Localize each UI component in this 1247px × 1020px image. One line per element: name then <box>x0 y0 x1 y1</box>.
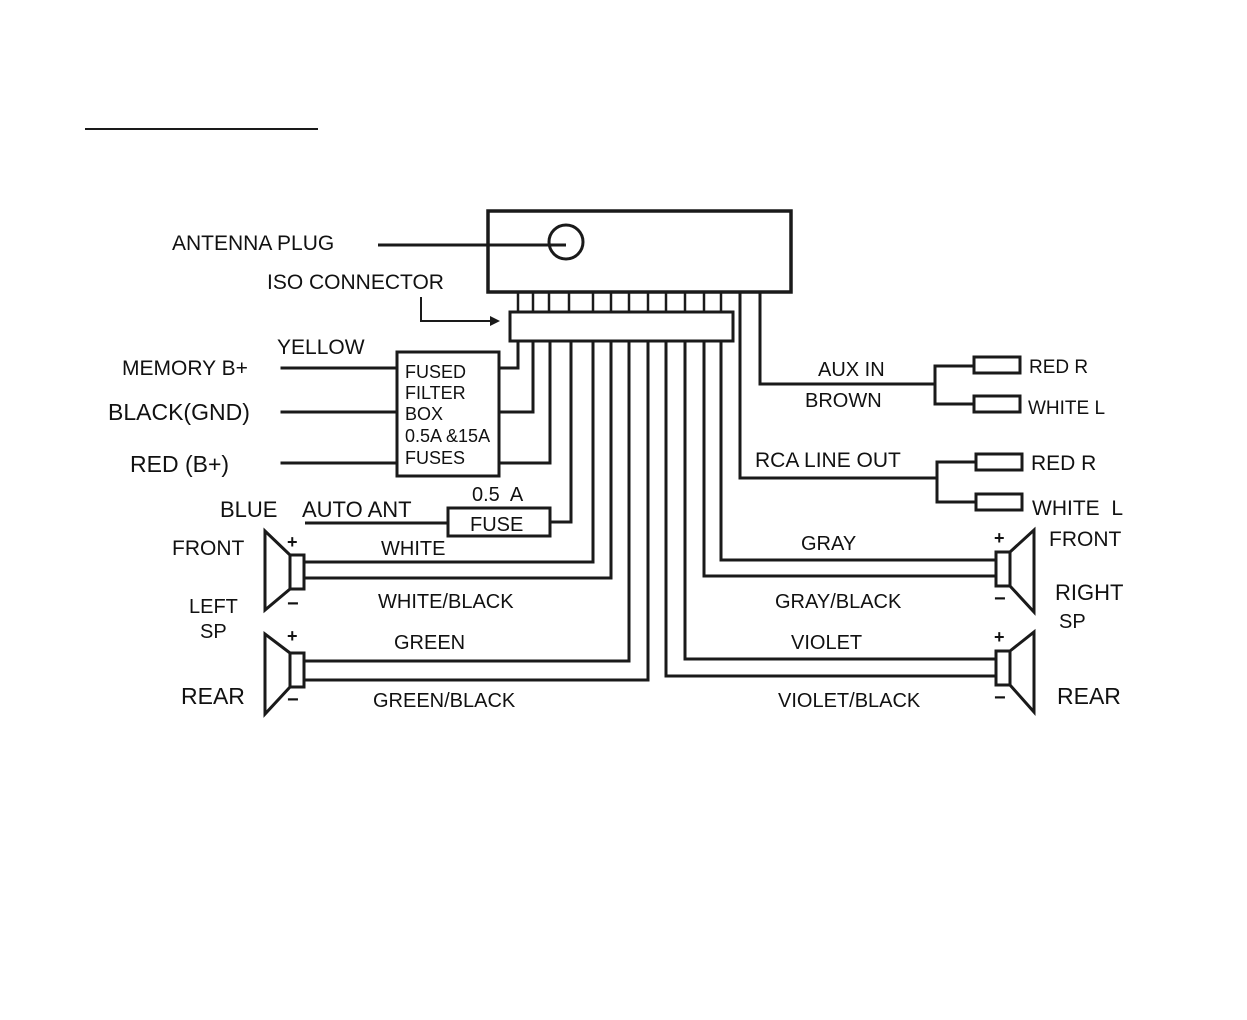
left-front-plus: + <box>287 532 298 552</box>
violet-wire-label: VIOLET <box>791 632 862 654</box>
right-sp-label-2: SP <box>1059 611 1086 633</box>
aux-in-label: AUX IN <box>818 359 885 381</box>
green-black-wire-label: GREEN/BLACK <box>373 690 516 712</box>
brown-label: BROWN <box>805 390 882 412</box>
aux-white-plug <box>972 394 1022 414</box>
antenna-socket <box>547 223 585 261</box>
right-speaker-wires <box>664 339 998 678</box>
left-rear-label: REAR <box>181 683 245 709</box>
left-front-label: FRONT <box>172 537 244 560</box>
right-front-minus: − <box>994 588 1006 610</box>
right-front-speaker <box>994 526 1036 616</box>
right-rear-plus: + <box>994 627 1005 647</box>
right-rear-speaker <box>994 628 1036 716</box>
left-rear-plus: + <box>287 626 298 646</box>
green-wire-label: GREEN <box>394 632 465 654</box>
white-wire-label: WHITE <box>381 538 445 560</box>
fuse-rating-label: 0.5 A <box>472 484 524 506</box>
right-rear-label: REAR <box>1057 683 1121 709</box>
right-front-plus: + <box>994 528 1005 548</box>
rca-red-r-label: RED R <box>1031 452 1096 475</box>
rca-out-wires <box>738 290 978 504</box>
black-gnd-label: BLACK(GND) <box>108 399 250 425</box>
antenna-plug-label: ANTENNA PLUG <box>172 232 334 255</box>
fuse-label: FUSE <box>470 514 523 536</box>
red-b-label: RED (B+) <box>130 451 229 477</box>
iso-connector-label: ISO CONNECTOR <box>267 271 444 294</box>
aux-red-r-label: RED R <box>1029 357 1088 378</box>
filter-box-line-5: FUSES <box>405 448 465 468</box>
left-rear-speaker <box>263 630 306 718</box>
left-front-speaker <box>263 527 306 614</box>
connector-pins <box>516 290 723 314</box>
left-rear-minus: − <box>287 689 299 711</box>
yellow-label: YELLOW <box>277 336 365 359</box>
aux-red-plug <box>972 355 1022 375</box>
rca-line-out-label: RCA LINE OUT <box>755 449 901 472</box>
rca-white-l-label: WHITE L <box>1032 497 1123 520</box>
white-black-wire-label: WHITE/BLACK <box>378 591 514 613</box>
gray-black-wire-label: GRAY/BLACK <box>775 591 902 613</box>
power-input-wires <box>280 366 399 465</box>
fused-filter-box <box>395 350 501 478</box>
left-front-minus: − <box>287 593 299 615</box>
left-sp-label-2: SP <box>200 621 227 643</box>
head-unit <box>486 209 793 294</box>
rca-red-plug <box>974 452 1024 472</box>
violet-black-wire-label: VIOLET/BLACK <box>778 690 921 712</box>
iso-connector <box>508 310 735 343</box>
rca-white-plug <box>974 492 1024 512</box>
aux-in-wires <box>758 290 976 406</box>
left-sp-label-1: LEFT <box>189 596 238 618</box>
gray-wire-label: GRAY <box>801 533 856 555</box>
aux-white-l-label: WHITE L <box>1028 398 1105 419</box>
filter-box-wires <box>497 339 552 465</box>
right-front-label: FRONT <box>1049 528 1121 551</box>
filter-box-line-2: FILTER <box>405 383 466 403</box>
iso-connector-arrowhead <box>490 316 500 326</box>
right-sp-label-1: RIGHT <box>1055 580 1123 605</box>
iso-connector-pointer <box>420 297 495 322</box>
auto-ant-fuse-wire <box>548 339 573 524</box>
left-speaker-wires <box>302 339 650 682</box>
blue-label: BLUE <box>220 497 277 522</box>
right-rear-minus: − <box>994 687 1006 709</box>
filter-box-line-1: FUSED <box>405 362 466 382</box>
filter-box-line-3: BOX <box>405 404 443 424</box>
auto-ant-label: AUTO ANT <box>302 497 412 522</box>
memory-b-label: MEMORY B+ <box>122 357 248 380</box>
filter-box-line-4: 0.5A &15A <box>405 426 490 446</box>
